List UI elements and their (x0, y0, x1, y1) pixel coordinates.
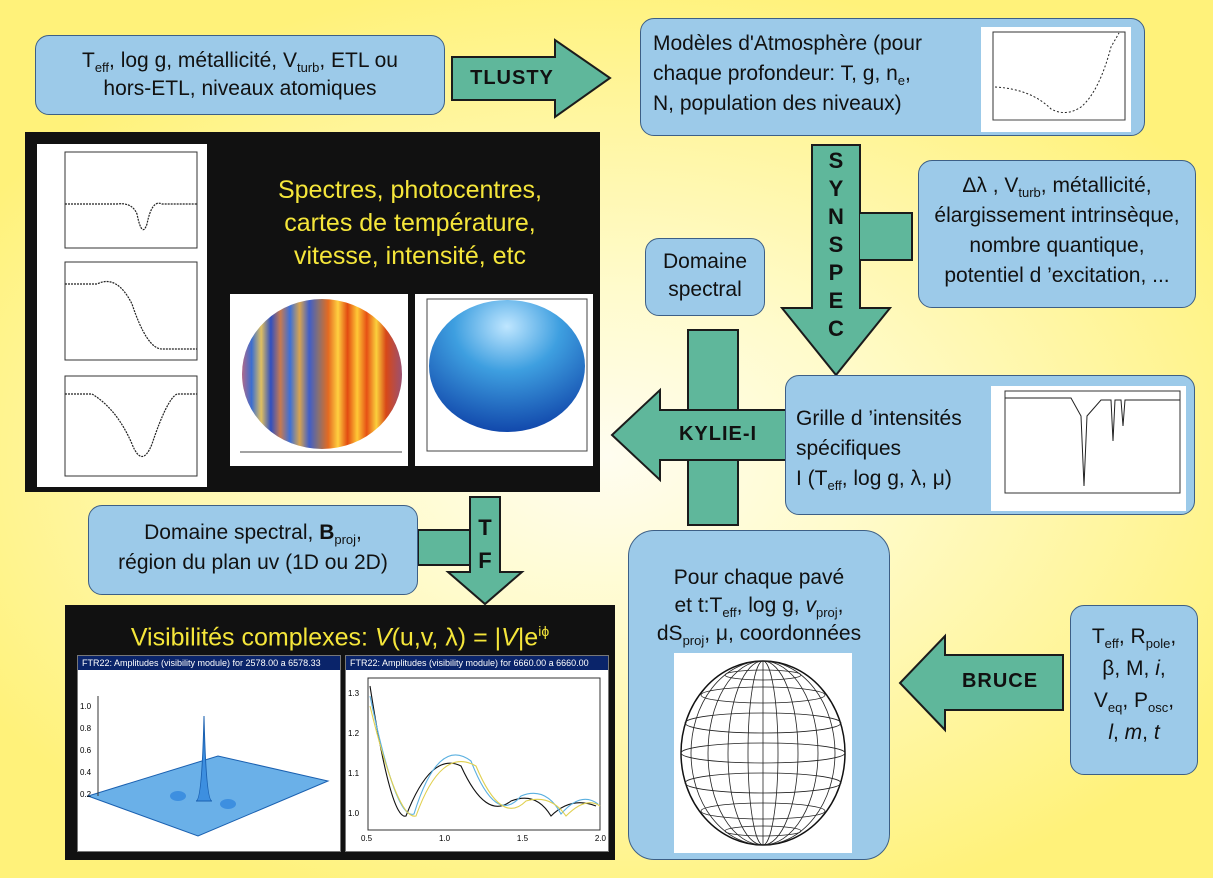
tf-input-box: Domaine spectral, Bproj, région du plan … (88, 505, 418, 595)
synspec-params-box: Δλ , Vturb, métallicité, élargissement i… (918, 160, 1196, 308)
synspec-letter: Y (828, 176, 844, 201)
win1-ytick: 0.8 (80, 724, 92, 733)
synspec-letter: N (828, 204, 844, 229)
atmosphere-box: Modèles d'Atmosphère (pour chaque profon… (640, 18, 1145, 136)
domaine-spectral-line2: spectral (668, 278, 742, 301)
win2-ytick: 1.3 (348, 689, 360, 698)
input-params-line1: Teff, log g, métallicité, Vturb, ETL ou (82, 49, 398, 76)
pave-box: Pour chaque pavé et t:Teff, log g, vproj… (628, 530, 890, 860)
win2-x-ticks: 0.5 1.0 1.5 2.0 (361, 834, 606, 843)
win2-xtick: 0.5 (361, 834, 373, 843)
window2-title: FTR22: Amplitudes (visibility module) fo… (346, 656, 608, 670)
pave-line1: Pour chaque pavé (673, 566, 845, 589)
tf-input-line2: région du plan uv (1D ou 2D) (118, 551, 388, 574)
synspec-letter: P (828, 260, 844, 285)
atmosphere-line3: N, population des niveaux) (653, 92, 902, 115)
tf-letter: T (478, 515, 492, 540)
tf-arrow (445, 496, 525, 606)
intensity-spectrum-plot (991, 386, 1186, 511)
input-params-box: Teff, log g, métallicité, Vturb, ETL ou … (35, 35, 445, 115)
synspec-letter: S (828, 232, 844, 257)
atmosphere-line1: Modèles d'Atmosphère (pour (653, 32, 922, 55)
win2-xtick: 1.5 (516, 834, 529, 843)
outputs-line2: cartes de température, (284, 209, 536, 237)
synspec-params-line1: Δλ , Vturb, métallicité, (962, 174, 1152, 201)
visibilities-panel: Visibilités complexes: V(u,v, λ) = |V|ei… (65, 605, 615, 860)
star-params-box: Teff, Rpole, β, M, i, Veq, Posc, l, m, t (1070, 605, 1198, 775)
synspec-arrow (779, 144, 893, 377)
tlusty-label: TLUSTY (470, 67, 554, 89)
atmosphere-line2: chaque profondeur: T, g, ne, (653, 62, 911, 89)
tf-connector (417, 529, 471, 566)
synspec-param-connector (860, 212, 913, 261)
intensity-map (415, 294, 593, 466)
tf-letter: F (478, 548, 492, 573)
domaine-spectral-box: Domaine spectral (645, 238, 765, 316)
win1-ytick: 1.0 (80, 702, 92, 711)
visibilities-title: Visibilités complexes: V(u,v, λ) = |V|ei… (130, 623, 550, 652)
win1-ytick: 0.6 (80, 746, 92, 755)
pave-line2: et t:Teff, log g, vproj, (674, 594, 844, 621)
win1-ytick: 0.4 (80, 768, 92, 777)
kylie-label: KYLIE-I (678, 423, 758, 445)
outputs-panel: Spectres, photocentres, cartes de tempér… (25, 132, 600, 492)
grille-line3: I (Teff, log g, λ, μ) (796, 467, 952, 494)
window1-title: FTR22: Amplitudes (visibility module) fo… (78, 656, 340, 670)
win2-ytick: 1.0 (348, 809, 360, 818)
star-params-line3: Veq, Posc, (1093, 689, 1175, 716)
win2-xtick: 2.0 (594, 834, 606, 843)
pave-line3: dSproj, μ, coordonnées (656, 622, 862, 649)
visibility-curve-window: FTR22: Amplitudes (visibility module) fo… (345, 655, 609, 852)
grille-line2: spécifiques (796, 437, 902, 460)
atmosphere-plot (981, 27, 1131, 132)
spectra-photocentre-plots (37, 144, 207, 487)
star-mesh-sphere (674, 653, 852, 853)
synspec-params-line2: élargissement intrinsèque, (934, 204, 1180, 227)
synspec-params-line4: potentiel d ’excitation, ... (944, 264, 1170, 287)
visibility-3d-window: FTR22: Amplitudes (visibility module) fo… (77, 655, 341, 852)
tlusty-arrow (451, 38, 612, 119)
win1-y-ticks: 1.0 0.8 0.6 0.4 0.2 (80, 696, 91, 806)
synspec-letter: E (828, 288, 844, 313)
tf-input-line1: Domaine spectral, Bproj, (144, 521, 362, 548)
star-params-line2: β, M, i, (1102, 657, 1166, 680)
input-params-line2: hors-ETL, niveaux atomiques (103, 77, 377, 100)
temperature-velocity-map (230, 294, 408, 466)
bruce-arrow (898, 633, 1064, 733)
win2-ytick: 1.1 (348, 769, 360, 778)
outputs-line3: vitesse, intensité, etc (293, 242, 527, 270)
win1-ytick: 0.2 (80, 790, 92, 799)
synspec-params-line3: nombre quantique, (969, 234, 1145, 257)
bruce-label: BRUCE (961, 670, 1039, 692)
domaine-spectral-line1: Domaine (662, 250, 748, 273)
outputs-line1: Spectres, photocentres, (277, 176, 543, 204)
grille-line1: Grille d ’intensités (796, 407, 962, 430)
kylie-arrow (610, 387, 794, 483)
win2-ytick: 1.2 (348, 729, 360, 738)
star-params-line1: Teff, Rpole, (1091, 625, 1177, 652)
star-params-line4: l, m, t (1108, 721, 1160, 744)
synspec-letter: C (828, 316, 844, 341)
win2-y-ticks: 1.3 1.2 1.1 1.0 (348, 674, 359, 834)
win2-xtick: 1.0 (438, 834, 451, 843)
grille-box: Grille d ’intensités spécifiques I (Teff… (785, 375, 1195, 515)
synspec-letter: S (828, 148, 844, 173)
